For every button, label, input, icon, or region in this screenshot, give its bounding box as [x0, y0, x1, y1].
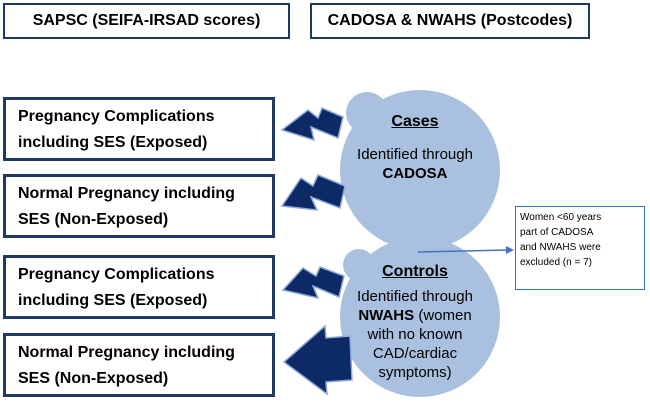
cases-circle — [340, 90, 500, 250]
exclusion-note: Women <60 years part of CADOSA and NWAHS… — [515, 206, 645, 290]
note-line: and NWAHS were — [520, 242, 601, 253]
box-pregnancy-complications-controls: Pregnancy Complications including SES (E… — [3, 255, 275, 319]
header-cadosa-nwahs: CADOSA & NWAHS (Postcodes) — [310, 3, 590, 39]
box-pregnancy-complications-cases: Pregnancy Complications including SES (E… — [3, 97, 275, 161]
box-line: SES (Non-Exposed) — [18, 370, 169, 387]
controls-line: Identified through — [357, 288, 473, 305]
controls-circle — [340, 237, 500, 397]
controls-line: with no known — [367, 326, 463, 343]
controls-line-rest: (women — [414, 307, 472, 324]
arrow-cases-to-box1 — [280, 107, 344, 142]
arrow-cases-to-box2 — [280, 174, 346, 211]
box-normal-pregnancy-controls: Normal Pregnancy including SES (Non-Expo… — [3, 333, 275, 397]
cases-source: CADOSA — [382, 165, 448, 182]
box-normal-pregnancy-cases: Normal Pregnancy including SES (Non-Expo… — [3, 174, 275, 238]
note-line: part of CADOSA — [520, 227, 594, 238]
box-line: including SES (Exposed) — [18, 134, 208, 151]
box-line: Pregnancy Complications — [18, 266, 215, 283]
box-line: Normal Pregnancy including — [18, 185, 235, 202]
header-sapsc: SAPSC (SEIFA-IRSAD scores) — [3, 3, 290, 39]
controls-line: symptoms) — [378, 364, 452, 381]
note-line: excluded (n = 7) — [520, 257, 592, 268]
controls-line: NWAHS (women — [345, 306, 485, 325]
controls-line: CAD/cardiac — [372, 345, 458, 362]
box-line: including SES (Exposed) — [18, 292, 208, 309]
cases-line: Identified through — [357, 146, 473, 163]
cases-title: Cases — [391, 113, 439, 130]
arrow-controls-to-box4 — [282, 324, 353, 396]
box-line: SES (Non-Exposed) — [18, 211, 169, 228]
controls-title: Controls — [382, 263, 448, 280]
note-line: Women <60 years — [520, 212, 602, 223]
controls-source: NWAHS — [358, 307, 415, 324]
box-line: Normal Pregnancy including — [18, 344, 235, 361]
cases-label: Cases Identified through CADOSA — [345, 112, 485, 183]
arrow-controls-to-box3 — [281, 266, 345, 300]
controls-label: Controls Identified through NWAHS (women… — [345, 262, 485, 382]
box-line: Pregnancy Complications — [18, 108, 215, 125]
note-connector-arrowhead — [506, 246, 514, 254]
note-connector-line — [417, 249, 509, 253]
